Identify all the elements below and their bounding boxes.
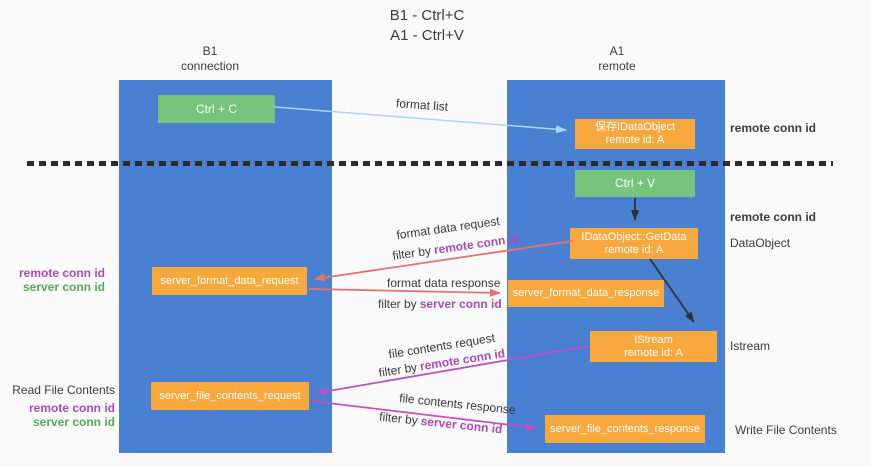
filter-by-text: filter by xyxy=(378,409,419,428)
diagram-title: B1 - Ctrl+C A1 - Ctrl+V xyxy=(327,6,527,46)
lane-a1-role: remote xyxy=(598,59,636,73)
node-server-format-data-response: server_format_data_response xyxy=(508,280,664,307)
node-save-idataobject: 保存IDataObject remote id: A xyxy=(575,119,695,149)
server-format-data-response-label: server_format_data_response xyxy=(512,287,660,299)
right-label-istream: Istream xyxy=(730,339,771,353)
getdata-line2: remote id: A xyxy=(604,243,664,256)
left-label-server-conn-id-2: server conn id xyxy=(32,415,115,429)
filter-by-text: filter by xyxy=(378,297,417,311)
server-file-contents-response-label: server_file_contents_response xyxy=(550,422,700,435)
node-ctrl-v: Ctrl + V xyxy=(575,170,695,197)
filter-by-text: filter by xyxy=(377,360,419,380)
edge-label-format-list: format list xyxy=(395,96,449,114)
left-label-remote-conn-id-1: remote conn id xyxy=(18,266,105,280)
getdata-line1: IDataObject::GetData xyxy=(581,230,687,243)
node-server-format-data-request: server_format_data_request xyxy=(152,267,307,295)
lane-b1-name: B1 xyxy=(202,44,218,58)
right-label-write-file-contents: Write File Contents xyxy=(735,423,837,437)
istream-line1: IStream xyxy=(634,333,673,346)
node-server-file-contents-request: server_file_contents_request xyxy=(151,382,309,410)
node-idataobject-getdata: IDataObject::GetData remote id: A xyxy=(570,228,698,259)
left-label-server-conn-id-1: server conn id xyxy=(22,280,105,294)
left-label-read-file-contents: Read File Contents xyxy=(12,383,115,397)
node-ctrl-c: Ctrl + C xyxy=(158,95,275,123)
istream-line2: remote id: A xyxy=(624,346,683,359)
dashed-divider xyxy=(27,161,833,166)
left-label-remote-conn-id-2: remote conn id xyxy=(28,401,115,415)
lane-b1-role: connection xyxy=(180,59,240,73)
right-label-remote-conn-id-mid: remote conn id xyxy=(730,210,817,224)
title-line-2: A1 - Ctrl+V xyxy=(390,27,464,44)
server-conn-id-text: server conn id xyxy=(419,297,502,311)
right-label-remote-conn-id-top: remote conn id xyxy=(730,121,817,135)
save-idataobject-line2: remote id: A xyxy=(605,134,665,146)
ctrl-c-label: Ctrl + C xyxy=(195,101,237,116)
server-format-data-request-label: server_format_data_request xyxy=(160,274,299,287)
filter-by-text: filter by xyxy=(391,243,432,263)
server-file-contents-request-label: server_file_contents_request xyxy=(159,389,301,402)
edge-label-format-data-response: format data response xyxy=(387,276,501,290)
lane-header-a1: A1 remote xyxy=(542,44,692,74)
lane-header-b1: B1 connection xyxy=(135,44,285,74)
right-label-dataobject: DataObject xyxy=(730,236,791,250)
node-server-file-contents-response: server_file_contents_response xyxy=(545,415,705,443)
server-conn-id-text: server conn id xyxy=(420,413,504,437)
title-line-1: B1 - Ctrl+C xyxy=(389,7,465,24)
left-label-block-read-file: Read File Contents remote conn id server… xyxy=(5,383,115,429)
node-istream: IStream remote id: A xyxy=(590,331,717,362)
lane-a1-name: A1 xyxy=(609,44,625,58)
save-idataobject-line1: 保存IDataObject xyxy=(594,121,676,133)
ctrl-v-label: Ctrl + V xyxy=(614,176,656,190)
left-label-block-conn-ids: remote conn id server conn id xyxy=(5,266,105,294)
